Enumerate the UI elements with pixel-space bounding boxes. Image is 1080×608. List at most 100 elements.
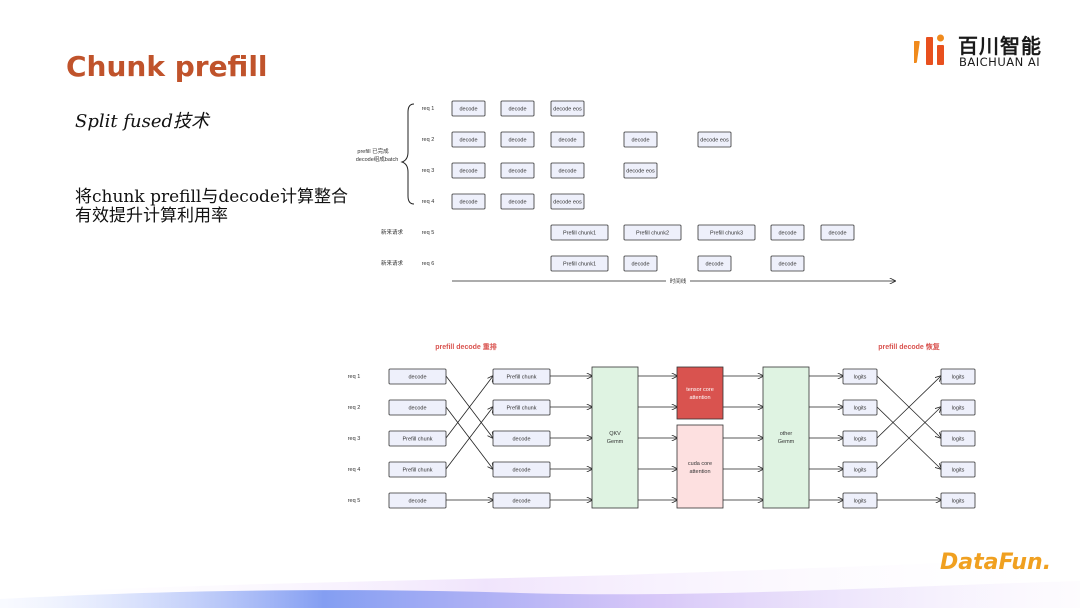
prefill-chunk-box-label: Prefill chunk3: [710, 231, 743, 237]
cuda-label-1: cuda core: [688, 461, 712, 467]
datafun-logo: DataFun.: [940, 550, 1052, 575]
slide-title: Chunk prefill: [66, 50, 268, 83]
decode-box-label: decode: [778, 262, 796, 268]
input-box: [388, 399, 447, 416]
decode-box-label: decode: [508, 138, 526, 144]
req-label: req 6: [422, 261, 435, 267]
restored-logits-box: [940, 368, 976, 385]
decorative-wave: [0, 557, 1080, 608]
restored-logits-box-label: logits: [952, 437, 965, 443]
logits-box: [842, 461, 878, 478]
prefill-chunk-box-label: Prefill chunk1: [563, 231, 596, 237]
decode-box: [697, 255, 732, 272]
input-box-label: Prefill chunk: [403, 437, 433, 443]
reordered-box: [492, 492, 551, 509]
decode-box: [623, 162, 658, 179]
req-label: req 1: [422, 106, 435, 112]
reordered-box-label: decode: [512, 468, 530, 474]
decode-box-label: decode: [459, 138, 477, 144]
brace-label-1: prefill 已完成: [357, 147, 389, 155]
reordered-box-label: Prefill chunk: [507, 375, 537, 381]
decode-box: [550, 193, 585, 210]
decode-box-label: decode: [558, 138, 576, 144]
decode-box-label: decode: [508, 107, 526, 113]
reordered-box: [492, 461, 551, 478]
reordered-box-label: decode: [512, 499, 530, 505]
decode-box-label: decode eos: [553, 200, 582, 206]
decode-box: [500, 162, 535, 179]
decode-box: [451, 100, 486, 117]
decode-box: [451, 193, 486, 210]
other-gemm-block: [762, 366, 810, 509]
cuda-core-block: [676, 424, 724, 509]
input-box-label: decode: [408, 499, 426, 505]
reordered-box-label: decode: [512, 437, 530, 443]
reordered-box: [492, 430, 551, 447]
restored-logits-box: [940, 461, 976, 478]
decode-box-label: decode: [631, 138, 649, 144]
logits-box: [842, 430, 878, 447]
cuda-label-2: attention: [689, 469, 710, 475]
restored-logits-box-label: logits: [952, 375, 965, 381]
restore-header: prefill decode 恢复: [878, 342, 940, 351]
decode-box-label: decode: [778, 231, 796, 237]
req-label: req 5: [348, 498, 361, 504]
decode-box: [623, 255, 658, 272]
decode-box: [550, 100, 585, 117]
decode-box-label: decode: [459, 200, 477, 206]
logits-box-label: logits: [854, 499, 867, 505]
logits-box: [842, 399, 878, 416]
req-label: req 3: [422, 168, 435, 174]
decode-box: [500, 100, 535, 117]
decode-box-label: decode eos: [700, 138, 729, 144]
bullet-split-fused: Split fused技术: [75, 111, 209, 132]
decode-box: [820, 224, 855, 241]
logo-cn-text: 百川智能: [958, 34, 1042, 58]
prefill-chunk-box: [623, 224, 682, 241]
decode-box: [623, 131, 658, 148]
decode-box-label: decode eos: [626, 169, 655, 175]
decode-box: [451, 162, 486, 179]
input-box: [388, 492, 447, 509]
new-request-label: 新来请求: [381, 228, 404, 236]
prefill-chunk-box-label: Prefill chunk1: [563, 262, 596, 268]
logits-box-label: logits: [854, 468, 867, 474]
reorder-header: prefill decode 重排: [435, 342, 496, 351]
qkv-label-2: Gemm: [607, 439, 624, 445]
restored-logits-box-label: logits: [952, 499, 965, 505]
decode-box-label: decode: [508, 200, 526, 206]
bullet-chunk-prefill: 将chunk prefill与decode计算整合 有效提升计算利用率: [75, 188, 348, 226]
baichuan-logo-icon: [914, 34, 944, 65]
input-box: [388, 368, 447, 385]
decode-box: [770, 224, 805, 241]
restored-logits-box: [940, 399, 976, 416]
decode-box: [550, 131, 585, 148]
req-label: req 2: [348, 405, 361, 411]
decode-box: [500, 131, 535, 148]
batch-brace: [400, 103, 415, 205]
baichuan-logo: 百川智能 BAICHUAN AI: [914, 30, 1054, 74]
restore-arrow: [876, 376, 941, 439]
restored-logits-box-label: logits: [952, 468, 965, 474]
reordered-box-label: Prefill chunk: [507, 406, 537, 412]
logo-en-text: BAICHUAN AI: [959, 55, 1041, 69]
req-label: req 4: [422, 199, 435, 205]
reorder-arrow: [445, 376, 493, 439]
restored-logits-box: [940, 430, 976, 447]
timeline-label: 时间线: [670, 277, 687, 285]
decode-box-label: decode: [558, 169, 576, 175]
req-label: req 2: [422, 137, 435, 143]
decode-box: [697, 131, 732, 148]
prefill-chunk-box: [697, 224, 756, 241]
decode-box: [451, 131, 486, 148]
input-box: [388, 430, 447, 447]
prefill-chunk-box-label: Prefill chunk2: [636, 231, 669, 237]
decode-box-label: decode eos: [553, 107, 582, 113]
tensor-core-block: [676, 366, 724, 420]
tensor-label-1: tensor core: [686, 387, 714, 393]
logits-box: [842, 492, 878, 509]
restored-logits-box-label: logits: [952, 406, 965, 412]
qkv-label-1: QKV: [609, 431, 621, 437]
new-request-label: 新来请求: [381, 259, 404, 267]
